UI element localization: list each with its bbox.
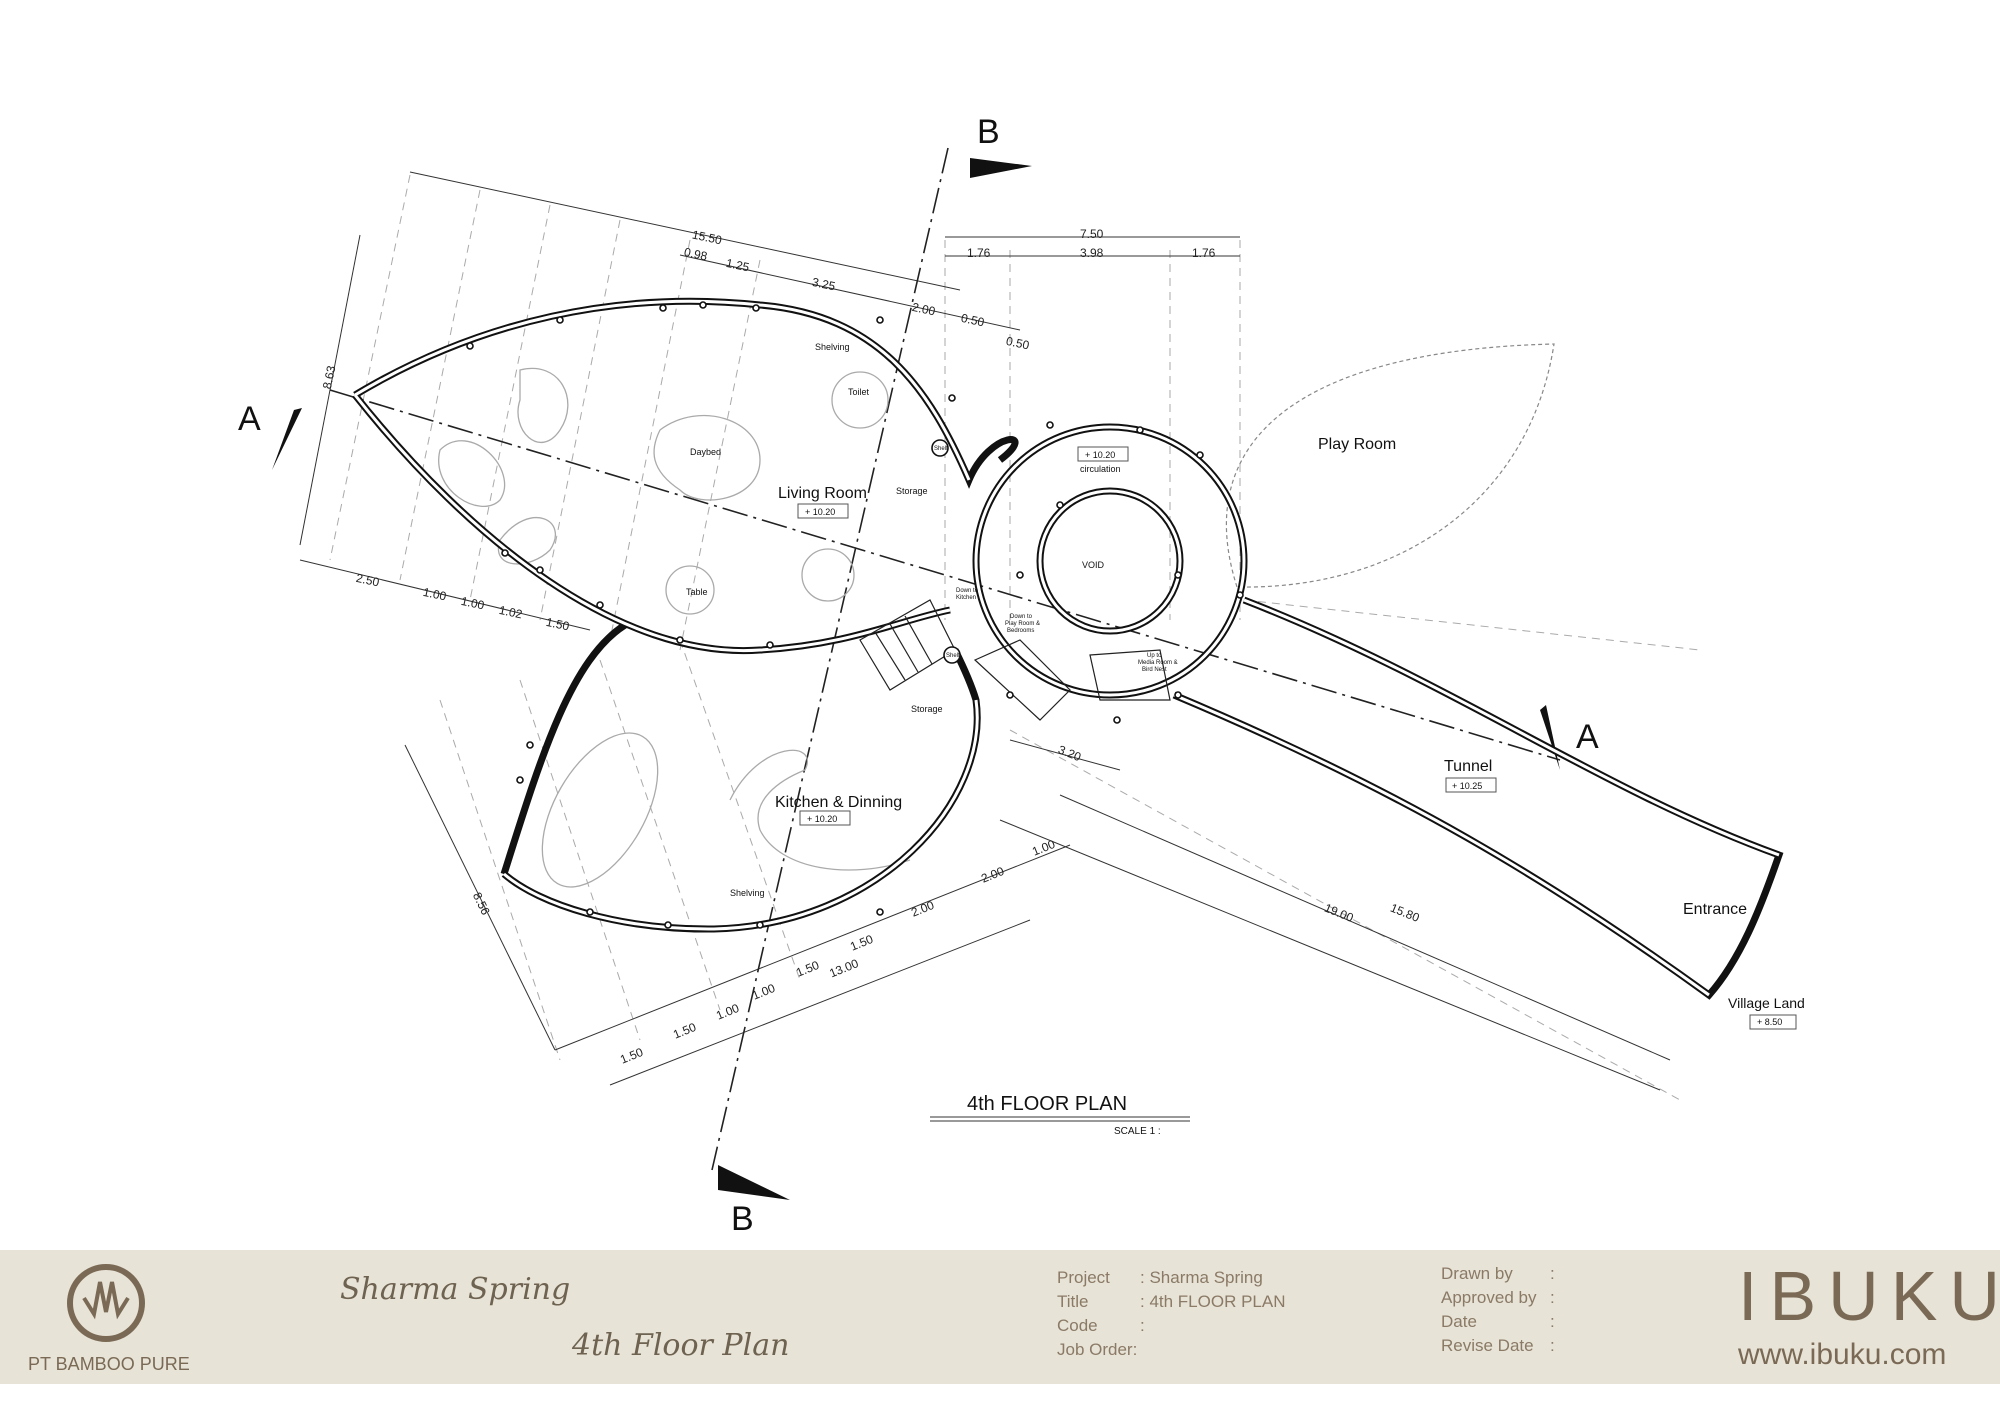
- project-field-value: : Sharma Spring: [1140, 1268, 1263, 1287]
- date-label: Date: [1441, 1312, 1477, 1331]
- construction-guides: [329, 174, 1701, 1101]
- dim-label: 15.80: [1388, 901, 1421, 925]
- dim-label: 8.63: [320, 364, 339, 390]
- play-room-label: Play Room: [1318, 436, 1396, 453]
- toilet-label: Toilet: [848, 387, 870, 397]
- dim-label: 7.50: [1080, 227, 1104, 241]
- furniture: [438, 367, 911, 888]
- dim-label: 1.25: [725, 256, 751, 275]
- dim-label: 1.00: [422, 585, 448, 604]
- entrance-label: Entrance: [1683, 901, 1747, 918]
- living-room-level: + 10.20: [805, 507, 835, 517]
- dim-label: 15.50: [691, 227, 724, 247]
- revise-date-value: :: [1550, 1336, 1555, 1355]
- dim-label: 8.56: [470, 890, 493, 917]
- dim-label: 3.25: [811, 275, 837, 294]
- circulation-label: circulation: [1080, 464, 1121, 474]
- company-name: PT BAMBOO PURE: [28, 1354, 190, 1374]
- revise-date-label: Revise Date: [1441, 1336, 1534, 1355]
- dimension-lines: [299, 171, 1671, 1091]
- dim-label: 1.76: [967, 246, 991, 260]
- dimension-labels: 15.50 0.98 1.25 3.25 2.00 0.50 0.50 7.50…: [320, 227, 1422, 1067]
- project-field-label: Project: [1057, 1268, 1110, 1287]
- level-boxes: [797, 446, 1797, 1030]
- dim-label: 3.98: [1080, 246, 1104, 260]
- shelving-top-label: Shelving: [815, 342, 850, 352]
- dim-label: 0.50: [1005, 334, 1031, 353]
- plan-title: 4th FLOOR PLAN: [967, 1093, 1127, 1115]
- section-line-a: [329, 389, 1561, 761]
- dim-label: 1.00: [460, 594, 486, 613]
- dim-label: 1.50: [848, 932, 875, 954]
- tunnel-label: Tunnel: [1444, 758, 1492, 775]
- dim-label: 1.00: [750, 981, 777, 1003]
- walls: [352, 297, 1784, 1000]
- brand-logo: IBUKU: [1738, 1257, 2000, 1335]
- dim-label: 0.50: [960, 311, 986, 330]
- kitchen-level: + 10.20: [807, 814, 837, 824]
- plan-scale: SCALE 1 :: [1114, 1126, 1161, 1137]
- dim-label: 1.02: [498, 603, 524, 622]
- project-script: Sharma Spring: [340, 1272, 571, 1307]
- section-marker-b-bottom: B: [731, 1200, 754, 1238]
- drawn-by-label: Drawn by: [1441, 1264, 1513, 1283]
- village-land-level: + 8.50: [1757, 1017, 1782, 1027]
- code-field-value: :: [1140, 1316, 1145, 1335]
- dim-label: 1.76: [1192, 246, 1216, 260]
- dim-label: 2.00: [911, 300, 937, 319]
- table-label: Table: [686, 587, 708, 597]
- drawn-by-value: :: [1550, 1264, 1555, 1283]
- void-label: VOID: [1082, 560, 1105, 570]
- tunnel-level: + 10.25: [1452, 781, 1482, 791]
- shelf-label: Shelf: [934, 446, 948, 452]
- play-room-outline: [1225, 343, 1555, 588]
- dim-label: 13.00: [827, 956, 860, 980]
- code-field-label: Code: [1057, 1316, 1098, 1335]
- daybed-label: Daybed: [690, 447, 721, 457]
- dim-label: 1.50: [794, 958, 821, 980]
- dim-label: 3.20: [1056, 742, 1083, 764]
- section-marker-a-left: A: [238, 400, 261, 438]
- title-block: PT BAMBOO PURE Sharma Spring 4th Floor P…: [0, 1250, 2000, 1384]
- columns: [466, 301, 1244, 929]
- section-marker-a-right: A: [1576, 718, 1599, 756]
- village-land-label: Village Land: [1728, 995, 1805, 1011]
- dim-label: 1.00: [714, 1001, 741, 1023]
- living-room-label: Living Room: [778, 485, 867, 502]
- website-link[interactable]: www.ibuku.com: [1738, 1338, 1947, 1371]
- dim-label: 2.00: [909, 898, 936, 920]
- title-field-label: Title: [1057, 1292, 1089, 1311]
- dim-label: 2.00: [979, 864, 1006, 886]
- shelving-bottom-label: Shelving: [730, 888, 765, 898]
- bamboo-logo-icon: [67, 1264, 145, 1342]
- dim-label: 2.50: [355, 571, 381, 590]
- storage-top-label: Storage: [896, 486, 928, 496]
- job-order-label: Job Order:: [1057, 1340, 1138, 1359]
- title-script: 4th Floor Plan: [572, 1328, 790, 1363]
- circulation-level: + 10.20: [1085, 450, 1115, 460]
- title-field-value: : 4th FLOOR PLAN: [1140, 1292, 1286, 1311]
- floor-plan-drawing: B B A A Living Room + 10.20 + 10.20 circ…: [238, 113, 1805, 1238]
- approved-by-label: Approved by: [1441, 1288, 1537, 1307]
- section-marker-b-top: B: [977, 113, 1000, 151]
- dim-label: 1.50: [618, 1045, 645, 1067]
- dim-label: 1.50: [671, 1020, 698, 1042]
- section-line-b: [711, 147, 949, 1171]
- shelf-label: Shelf: [946, 653, 960, 659]
- dim-label: 1.50: [545, 615, 571, 634]
- storage-bottom-label: Storage: [911, 704, 943, 714]
- kitchen-label: Kitchen & Dinning: [775, 794, 902, 811]
- date-value: :: [1550, 1312, 1555, 1331]
- dim-label: 19.00: [1322, 901, 1355, 925]
- dim-label: 0.98: [683, 245, 709, 264]
- approved-by-value: :: [1550, 1288, 1555, 1307]
